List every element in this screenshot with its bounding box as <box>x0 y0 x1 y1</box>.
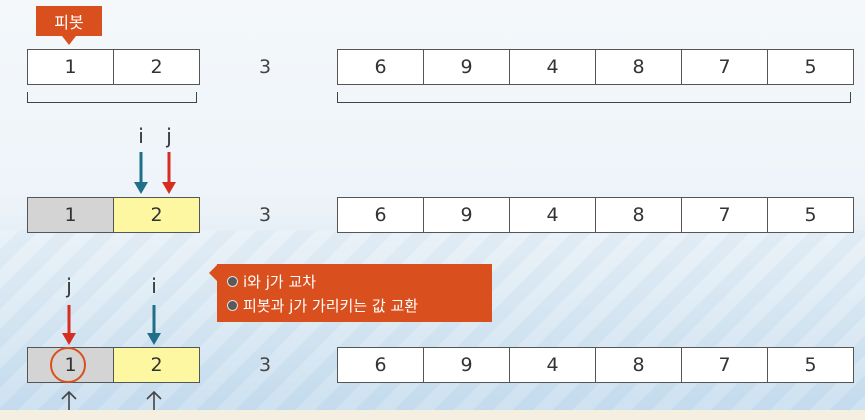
pivot-value: 3 <box>258 204 272 226</box>
array-cell: 9 <box>423 347 510 383</box>
note-line-1: i와 j가 교차 <box>243 272 317 291</box>
i-arrow-icon <box>147 305 161 345</box>
pivot-value: 3 <box>258 56 272 78</box>
left-partition: 1 2 <box>27 197 200 233</box>
array-cell: 9 <box>423 49 510 85</box>
pivot-tag-pointer <box>62 36 76 45</box>
j-arrow-icon <box>162 152 176 194</box>
background-pattern <box>0 230 865 420</box>
right-partition: 6 9 4 8 7 5 <box>337 49 854 85</box>
array-cell: 6 <box>337 197 424 233</box>
array-row-2: 1 2 3 6 9 4 8 7 5 <box>0 197 865 233</box>
pointer-i-label: i <box>151 274 157 298</box>
row2-pointer-arrows <box>134 152 176 194</box>
array-cell: 5 <box>767 347 854 383</box>
up-arrow-icon <box>146 390 162 410</box>
left-partition: 1 2 <box>27 49 200 85</box>
array-cell: 4 <box>509 347 596 383</box>
array-cell: 5 <box>767 197 854 233</box>
right-partition: 6 9 4 8 7 5 <box>337 347 854 383</box>
pointer-j-label: j <box>66 274 72 298</box>
array-cell: 1 <box>27 49 114 85</box>
array-cell: 1 <box>27 197 114 233</box>
array-cell: 6 <box>337 49 424 85</box>
bullet-icon <box>227 275 238 287</box>
array-row-1: 1 2 3 6 9 4 8 7 5 <box>0 49 865 85</box>
pivot-value: 3 <box>258 354 272 376</box>
array-cell: 7 <box>681 49 768 85</box>
array-cell: 8 <box>595 49 682 85</box>
array-cell: 2 <box>113 49 200 85</box>
swap-highlight-circle <box>50 347 86 383</box>
left-partition-bracket <box>27 92 197 103</box>
array-cell: 8 <box>595 197 682 233</box>
array-cell: 2 <box>113 197 200 233</box>
i-arrow-icon <box>134 152 148 194</box>
pointer-j-label: j <box>166 124 172 148</box>
array-cell: 7 <box>681 197 768 233</box>
bottom-strip <box>0 410 865 420</box>
right-partition-bracket <box>337 92 851 103</box>
up-arrow-icon <box>61 390 77 410</box>
array-cell: 6 <box>337 347 424 383</box>
j-arrow-icon <box>62 305 76 345</box>
pivot-tag: 피봇 <box>36 6 102 36</box>
array-cell: 7 <box>681 347 768 383</box>
array-cell: 4 <box>509 49 596 85</box>
note-line-2: 피봇과 j가 가리키는 값 교환 <box>243 296 419 315</box>
bottom-up-arrows <box>61 390 162 410</box>
right-partition: 6 9 4 8 7 5 <box>337 197 854 233</box>
note-pointer <box>209 264 218 282</box>
array-cell: 2 <box>113 347 200 383</box>
array-cell: 9 <box>423 197 510 233</box>
array-row-3: 1 2 3 6 9 4 8 7 5 <box>0 347 865 383</box>
row3-pointer-arrows <box>62 305 161 345</box>
bullet-icon <box>227 299 238 311</box>
pointer-i-label: i <box>138 124 144 148</box>
array-cell: 5 <box>767 49 854 85</box>
swap-note: i와 j가 교차 피봇과 j가 가리키는 값 교환 <box>217 264 492 322</box>
array-cell: 4 <box>509 197 596 233</box>
array-cell: 8 <box>595 347 682 383</box>
